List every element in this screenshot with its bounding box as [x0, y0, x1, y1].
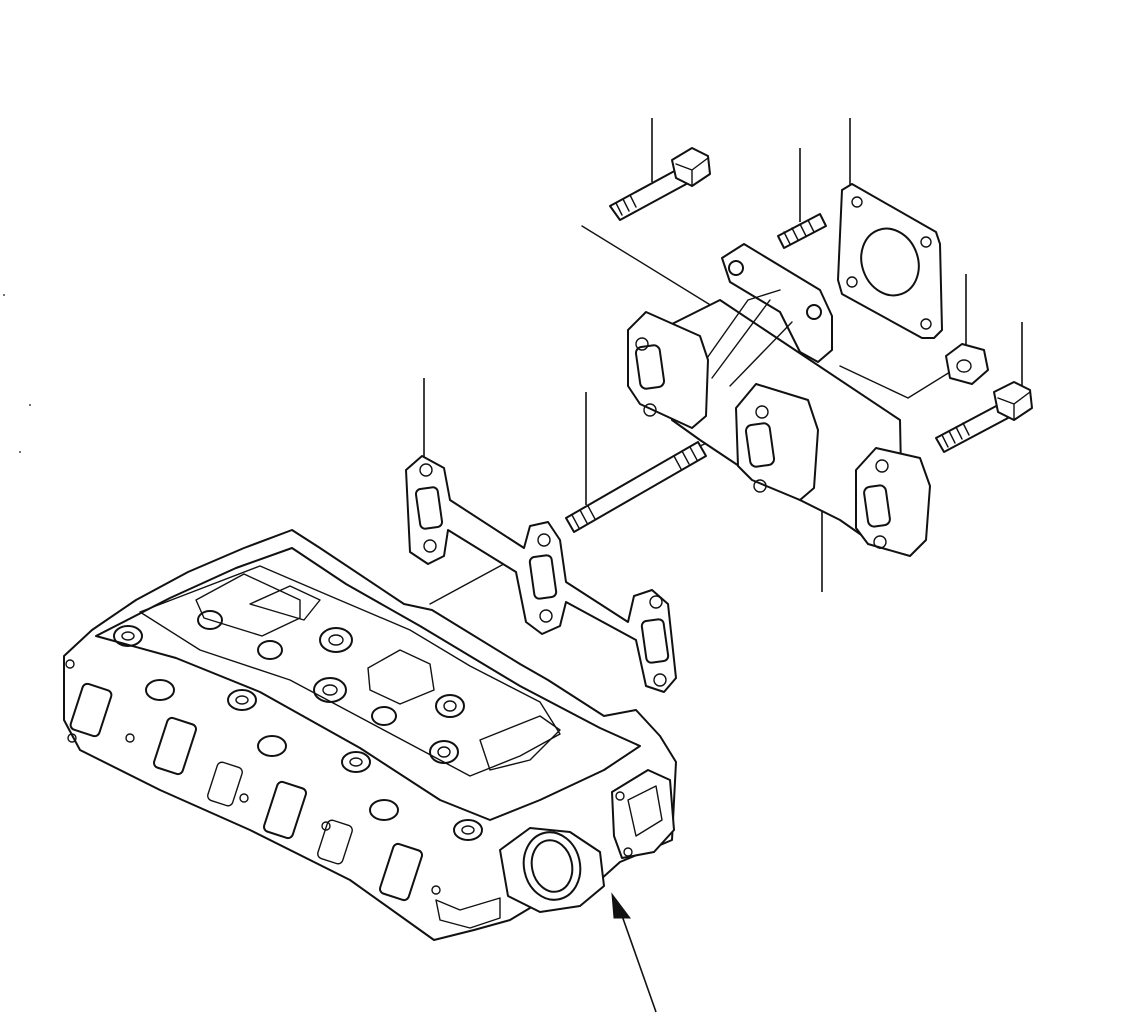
cylinder-head — [63, 529, 677, 941]
exhaust-manifold-gasket — [405, 455, 677, 693]
alignment-line-upper-bolt — [581, 225, 713, 307]
scan-specks — [3, 294, 31, 453]
stud-long — [565, 441, 707, 533]
exhaust-manifold — [627, 243, 931, 557]
bolt-lower — [935, 381, 1033, 453]
stud-short — [777, 213, 827, 249]
bolt-upper — [609, 147, 711, 221]
callout-lines — [423, 118, 1023, 592]
flange-nut — [945, 343, 989, 385]
alignment-line-nut — [839, 365, 951, 399]
flange-gasket — [837, 183, 943, 339]
pointer-arrow — [611, 892, 657, 1013]
